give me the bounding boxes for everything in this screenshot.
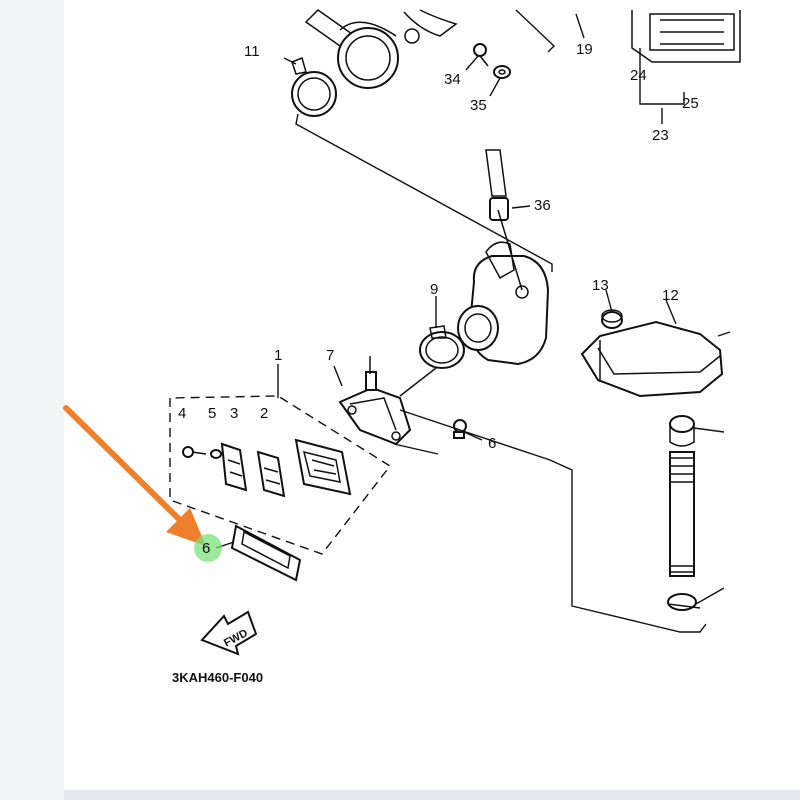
callout-11: 11 (244, 43, 260, 60)
cap-13 (601, 309, 623, 329)
intake-rubber-joint (304, 9, 458, 89)
callout-4: 4 (178, 405, 186, 422)
clamp-9 (419, 325, 465, 369)
callout-34: 34 (444, 71, 461, 88)
callout-35: 35 (470, 97, 487, 114)
bottom-bar (64, 790, 800, 800)
gasket-6 (230, 524, 302, 582)
reed-valve-group-outline (169, 395, 392, 555)
bolt-6-right (453, 419, 467, 439)
callout-36: 36 (534, 197, 551, 214)
right-margin (728, 0, 800, 800)
left-margin (0, 0, 64, 800)
reed-stopper-3 (220, 442, 248, 492)
highlight-marker (194, 534, 222, 562)
callout-7: 7 (326, 347, 334, 364)
callout-13: 13 (592, 277, 609, 294)
callout-5: 5 (208, 405, 216, 422)
carburetor (457, 149, 550, 366)
callout-25: 25 (682, 95, 699, 112)
callout-2: 2 (260, 405, 268, 422)
washer-35 (493, 65, 511, 79)
reed-2 (256, 450, 286, 498)
callout-labels: 11 34 35 19 24 25 23 36 13 12 9 7 1 4 5 … (178, 41, 699, 452)
catalog-code: 3KAH460-F040 (172, 670, 263, 685)
callout-6-right: 6 (488, 435, 496, 452)
callout-19: 19 (576, 41, 593, 58)
callout-9: 9 (430, 281, 438, 298)
filter-case-12 (580, 320, 731, 398)
manifold-7 (338, 356, 437, 446)
callout-23: 23 (652, 127, 669, 144)
leader-lines (215, 13, 707, 633)
clamp-11 (291, 56, 337, 117)
callout-1: 1 (274, 347, 282, 364)
callout-3: 3 (230, 405, 238, 422)
callout-12: 12 (662, 287, 679, 304)
callout-6-gasket: 6 (202, 540, 210, 557)
breather-hose (667, 415, 725, 611)
air-box-corner (631, 10, 741, 63)
reed-block (294, 438, 352, 496)
screw-4 (182, 446, 207, 458)
callout-24: 24 (630, 67, 647, 84)
bolt-34 (473, 43, 489, 67)
annotation-arrow (63, 405, 206, 546)
fwd-arrow-icon: FWD (200, 610, 258, 656)
washer-5 (210, 449, 222, 459)
